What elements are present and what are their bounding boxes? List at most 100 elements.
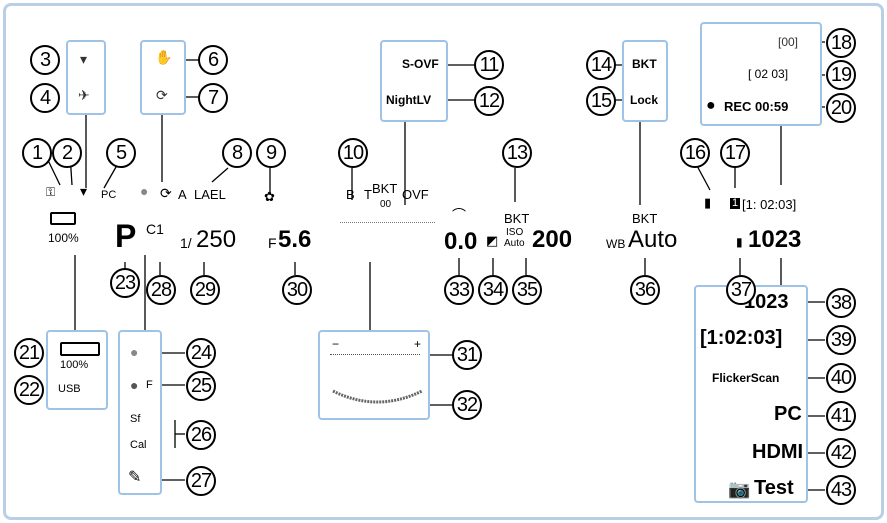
callout-43: 43 [826,475,856,505]
scale-plus: + [414,337,422,351]
shooting-mode: P [115,218,137,254]
callout-9: 9 [256,138,286,168]
rec-time: [1: 02:03] [742,197,797,212]
shutter-prefix: 1/ [180,235,192,251]
bkt-label: BKT [632,57,657,71]
legend-box-31-32 [318,330,430,420]
focus-point-icon: ● [130,344,139,360]
callout-25: 25 [186,371,216,401]
bluetooth-icon: ✈ [78,87,90,103]
battery-small-icon [60,342,100,356]
test-label: Test [754,477,794,499]
ovf-label: T [364,187,372,202]
rec-small-a: [00] [778,35,799,49]
sovf-label: S-OVF [402,57,439,71]
callout-21: 21 [14,338,44,368]
legend-box-11-12 [380,40,448,122]
callout-10: 10 [338,138,368,168]
callout-35: 35 [512,275,542,305]
card-number: 1 [730,197,741,209]
rec-small-b: [ 02 03] [748,67,789,81]
callout-22: 22 [14,375,44,405]
iso-auto: Auto [504,238,525,249]
callout-15: 15 [586,86,616,116]
callout-14: 14 [586,50,616,80]
legend-box-6-7 [140,40,186,115]
callout-13: 13 [502,138,532,168]
callout-28: 28 [146,275,176,305]
legend-box-3-4 [66,40,106,115]
flicker-scan-label: FlickerScan [712,371,780,385]
callout-30: 30 [282,275,312,305]
ae-lock: LAEL [194,187,226,202]
exposure-comp: 0.0 [444,228,478,255]
exposure-scale [340,222,435,231]
callout-34: 34 [478,275,508,305]
callout-5: 5 [106,138,136,168]
callout-41: 41 [826,401,856,431]
callout-29: 29 [190,275,220,305]
callout-3: 3 [30,45,60,75]
callout-11: 11 [474,50,504,80]
wb-value: Auto [628,226,678,253]
aperture-prefix: F [268,235,277,251]
iso-label: ISO [506,227,524,238]
callout-42: 42 [826,438,856,468]
focus-sf-label: Sf [130,413,141,425]
focus-dot-icon: ● [140,183,149,199]
card-small-icon: ▮ [736,235,743,249]
level-scale [330,354,420,361]
rec-dot-icon: ● [706,97,716,114]
aperture-ring-icon: ✿ [264,189,275,204]
ovf-mid: 00 [380,199,392,210]
rotate-status-icon: ⟳ [160,185,172,201]
focus-f-label: F [146,379,153,391]
pc-label: PC [774,403,802,425]
rotate-icon: ⟳ [156,87,168,103]
callout-31: 31 [452,340,482,370]
callout-4: 4 [30,83,60,113]
battery-icon [50,212,76,225]
callout-33: 33 [444,275,474,305]
iso-value: 200 [532,226,573,253]
legend-box-14-15 [622,40,668,122]
wb-label: WB [606,237,626,251]
callout-38: 38 [826,288,856,318]
callout-12: 12 [474,86,504,116]
eyepiece-icon: ⌒ [452,207,466,223]
callout-39: 39 [826,325,856,355]
callout-37: 37 [726,275,756,305]
battery-small-pct: 100% [60,359,89,371]
bkt-wb: BKT [632,211,658,226]
hdmi-label: HDMI [752,441,804,463]
callout-40: 40 [826,363,856,393]
exposure-comp-icon: ◩ [486,233,499,248]
pc-status: PC [101,189,117,201]
callout-27: 27 [186,466,216,496]
meter-label: B [346,187,355,202]
callout-23: 23 [110,268,140,298]
callout-8: 8 [222,138,252,168]
usb-label: USB [58,383,81,395]
callout-6: 6 [198,45,228,75]
ovf-right: OVF [402,187,429,202]
callout-17: 17 [720,138,750,168]
custom-mode: C1 [146,221,164,237]
callout-2: 2 [52,138,82,168]
legend-box-18-20 [700,22,822,126]
rec-label: REC 00:59 [724,99,789,114]
callout-26: 26 [186,420,216,450]
bkt-iso: BKT [504,211,530,226]
focus-f-icon: ● [130,377,139,393]
bkt-center: BKT [372,181,398,196]
lock-label: Lock [630,93,659,107]
shots-remaining: 1023 [748,226,802,253]
callout-20: 20 [826,93,856,123]
arc-scale [332,389,423,404]
legend-box-24-27 [118,330,162,495]
wifi-status-icon: ▾ [80,183,88,199]
lock-pair-icon: ⚿ [46,185,56,199]
shots-label: 1023 [744,291,789,313]
time-label: [1:02:03] [700,327,783,349]
callout-7: 7 [198,83,228,113]
